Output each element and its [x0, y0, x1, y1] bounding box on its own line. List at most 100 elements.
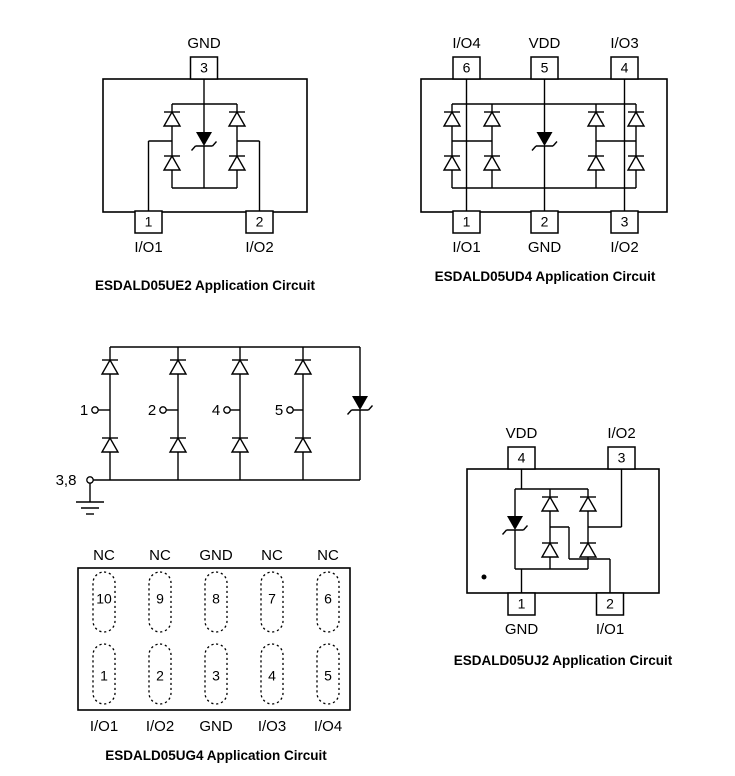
pin-number: 5 — [324, 668, 332, 684]
ue2-wiring — [102, 56, 308, 234]
pin-number: 1 — [145, 214, 153, 230]
diode-icon — [163, 111, 181, 127]
pin-pad — [92, 643, 116, 705]
pin-box — [134, 210, 163, 234]
pin-number: 1 — [463, 214, 471, 230]
node-label: 5 — [275, 402, 283, 419]
pin-pad — [316, 643, 340, 705]
diode-icon — [101, 359, 119, 375]
diode-icon — [627, 155, 645, 171]
pin-number: 8 — [212, 591, 220, 607]
circuit-title: ESDALD05UE2 Application Circuit — [95, 278, 316, 293]
diode-icon — [228, 155, 246, 171]
diode-icon — [443, 111, 461, 127]
pin-label: GND — [505, 621, 539, 638]
diode-icon — [587, 155, 605, 171]
pin-label: VDD — [529, 35, 561, 52]
diode-icon — [228, 111, 246, 127]
pin-number: 2 — [606, 596, 614, 612]
pin-pad — [260, 643, 284, 705]
pin-label: NC — [261, 547, 283, 564]
pin-box — [610, 56, 639, 80]
uj2-circuit: VDD I/O2 4 3 1 2 GND I/O1 ESDALD05UJ2 Ap… — [454, 425, 673, 668]
pin-box — [610, 210, 639, 234]
pin-box — [595, 592, 625, 616]
pin-box — [452, 210, 481, 234]
circuit-title: ESDALD05UD4 Application Circuit — [435, 269, 656, 284]
package-outline — [77, 567, 351, 711]
pin-label: NC — [93, 547, 115, 564]
pin-number: 3 — [212, 668, 220, 684]
pin-pad — [204, 643, 228, 705]
pin-number: 3 — [621, 214, 629, 230]
pin-label: I/O2 — [146, 718, 174, 735]
pin-number: 1 — [100, 668, 108, 684]
terminal-node-icon — [86, 476, 94, 484]
terminal-node-icon — [286, 406, 294, 414]
pin-number: 3 — [618, 450, 626, 466]
node-label: 2 — [148, 402, 156, 419]
pin-label: NC — [317, 547, 339, 564]
diode-icon — [101, 437, 119, 453]
ud4-wiring — [420, 56, 668, 234]
pin-label: I/O1 — [134, 239, 162, 256]
diode-icon — [579, 542, 597, 558]
node-label: 4 — [212, 402, 220, 419]
pin-label: GND — [199, 718, 233, 735]
pin-label: I/O3 — [610, 35, 638, 52]
pin1-marker-dot-icon — [481, 574, 487, 580]
diode-icon — [163, 155, 181, 171]
ground-node-label: 3,8 — [56, 472, 77, 489]
diode-icon — [483, 111, 501, 127]
pin-number: 9 — [156, 591, 164, 607]
pin-number: 2 — [541, 214, 549, 230]
diode-icon — [627, 111, 645, 127]
diode-icon — [579, 496, 597, 512]
pin-label: I/O2 — [245, 239, 273, 256]
pin-pad — [260, 571, 284, 633]
pin-number: 5 — [541, 60, 549, 76]
pin-box — [607, 446, 636, 470]
pin-number: 4 — [268, 668, 276, 684]
pin-number: 4 — [621, 60, 629, 76]
pin-pad — [148, 571, 172, 633]
package-outline — [466, 468, 660, 594]
circuit-title: ESDALD05UJ2 Application Circuit — [454, 653, 673, 668]
pin-label: GND — [187, 35, 221, 52]
pin-box — [530, 210, 559, 234]
pin-label: GND — [528, 239, 562, 256]
terminal-node-icon — [223, 406, 231, 414]
pin-number: 7 — [268, 591, 276, 607]
pin-label: GND — [199, 547, 233, 564]
terminal-node-icon — [91, 406, 99, 414]
pin-label: I/O1 — [596, 621, 624, 638]
diode-icon — [294, 359, 312, 375]
ug4-pinout: NC NC GND NC NC 10 9 8 7 6 1 2 3 4 5 I/O… — [77, 547, 351, 763]
ug4-schematic-wiring — [76, 346, 374, 515]
pin-label: NC — [149, 547, 171, 564]
pin-box — [452, 56, 481, 80]
pin-number: 3 — [200, 60, 208, 76]
pin-label: VDD — [506, 425, 538, 442]
uj2-wiring — [466, 446, 660, 616]
pin-number: 4 — [518, 450, 526, 466]
diode-icon — [231, 359, 249, 375]
pin-number: 10 — [96, 591, 112, 607]
diode-icon — [541, 542, 559, 558]
pin-pad — [148, 643, 172, 705]
diode-icon — [443, 155, 461, 171]
pin-label: I/O2 — [607, 425, 635, 442]
diode-icon — [231, 437, 249, 453]
pin-box — [507, 446, 536, 470]
pin-number: 6 — [463, 60, 471, 76]
terminal-node-icon — [159, 406, 167, 414]
pin-box — [189, 56, 219, 80]
pin-label: I/O3 — [258, 718, 286, 735]
pin-label: I/O1 — [452, 239, 480, 256]
pin-pad — [316, 571, 340, 633]
diode-icon — [541, 496, 559, 512]
pin-label: I/O4 — [452, 35, 480, 52]
diode-icon — [169, 437, 187, 453]
